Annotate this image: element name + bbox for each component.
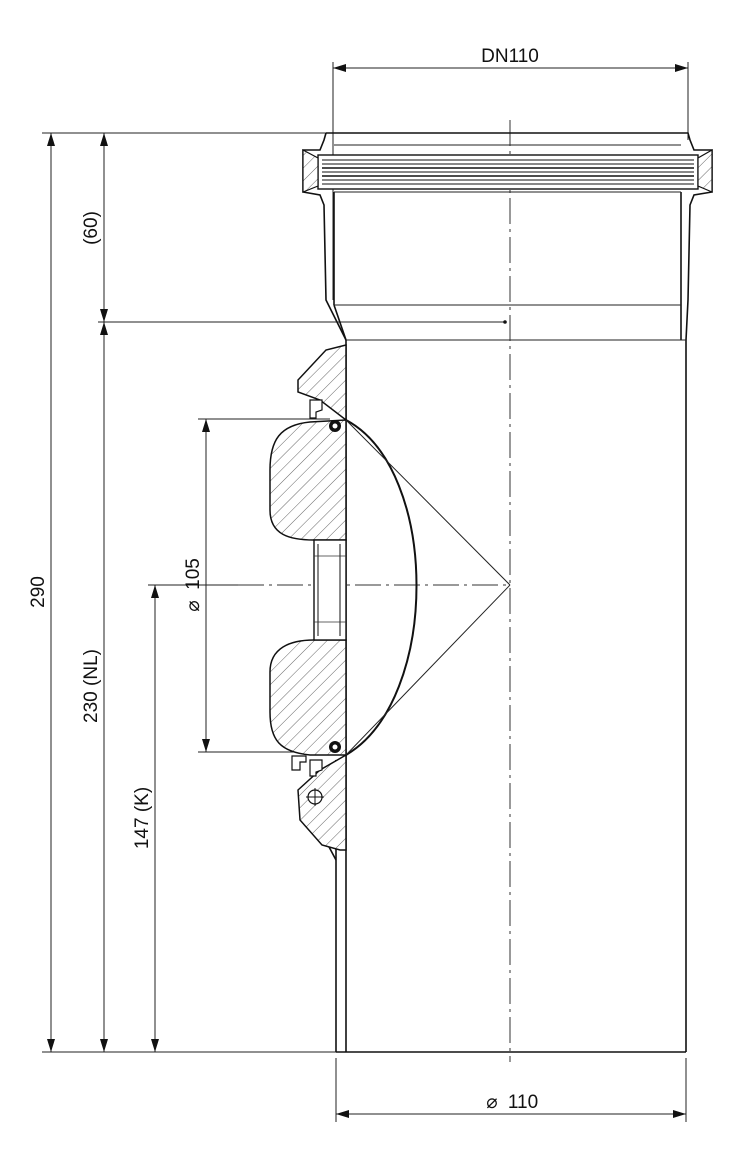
label-diameter-symbol-bottom: ⌀ <box>486 1092 497 1113</box>
center-axes <box>238 120 511 1062</box>
label-diameter-105: 105 <box>183 558 204 590</box>
label-total-height: 290 <box>28 576 49 608</box>
ring-seal <box>302 148 713 193</box>
label-center-height: 147 (K) <box>132 787 153 849</box>
label-socket-depth: (60) <box>81 211 102 245</box>
label-nominal-length: 230 (NL) <box>81 649 102 723</box>
label-diameter-symbol-opening: ⌀ <box>183 600 204 611</box>
pipe-body <box>302 132 713 1053</box>
label-diameter-110: 110 <box>508 1092 538 1113</box>
dimension-lines <box>42 62 689 1122</box>
inspection-cover <box>269 344 511 851</box>
label-dn110: DN110 <box>481 46 539 67</box>
